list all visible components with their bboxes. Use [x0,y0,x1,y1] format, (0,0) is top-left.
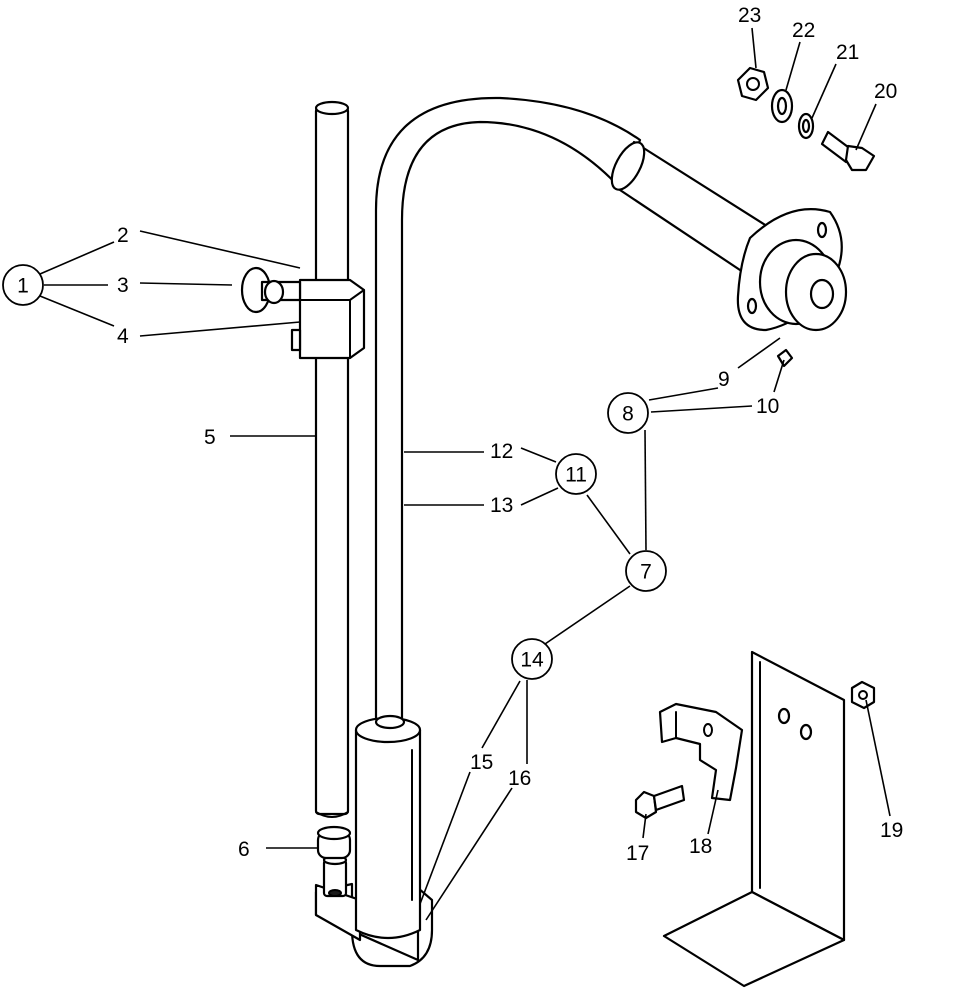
flat-washer [770,88,794,124]
rod-clamp [240,266,366,360]
curved-arm [374,96,642,730]
hex-nut [736,66,770,102]
callout-14: 14 [511,638,553,680]
pulley-flange [736,208,848,332]
callout-text: 11 [565,464,587,487]
bracket-nut [850,680,876,710]
part-label-17: 17 [626,842,649,865]
leader-lines [39,27,891,921]
part-label-19: 19 [880,819,903,842]
part-label-21: 21 [836,41,859,64]
bushing [316,825,352,860]
part-label-18: 18 [689,835,712,858]
part-label-13: 13 [490,494,513,517]
set-screw [776,348,794,368]
part-label-5: 5 [204,426,216,449]
arm-socket [354,714,422,940]
part-label-16: 16 [508,767,531,790]
part-label-20: 20 [874,80,897,103]
part-label-12: 12 [490,440,513,463]
vertical-rod [314,100,350,818]
callout-7: 7 [625,550,667,592]
part-label-15: 15 [470,751,493,774]
callout-text: 14 [520,649,544,672]
part-label-10: 10 [756,395,779,418]
part-label-3: 3 [117,274,129,297]
callout-8: 8 [607,392,649,434]
hex-bolt [820,130,876,172]
callout-1: 1 [2,264,44,306]
l-bracket [662,650,846,988]
lock-washer [797,112,815,140]
part-label-4: 4 [117,325,129,348]
part-label-23: 23 [738,4,761,27]
callout-text: 8 [622,403,634,426]
hook-clip [658,702,744,802]
part-label-9: 9 [718,368,730,391]
callout-text: 1 [17,275,29,298]
callout-text: 7 [640,561,652,584]
part-label-22: 22 [792,19,815,42]
part-label-2: 2 [117,224,129,247]
part-label-6: 6 [238,838,250,861]
callout-11: 11 [555,453,597,495]
bracket-bolt [634,784,686,820]
